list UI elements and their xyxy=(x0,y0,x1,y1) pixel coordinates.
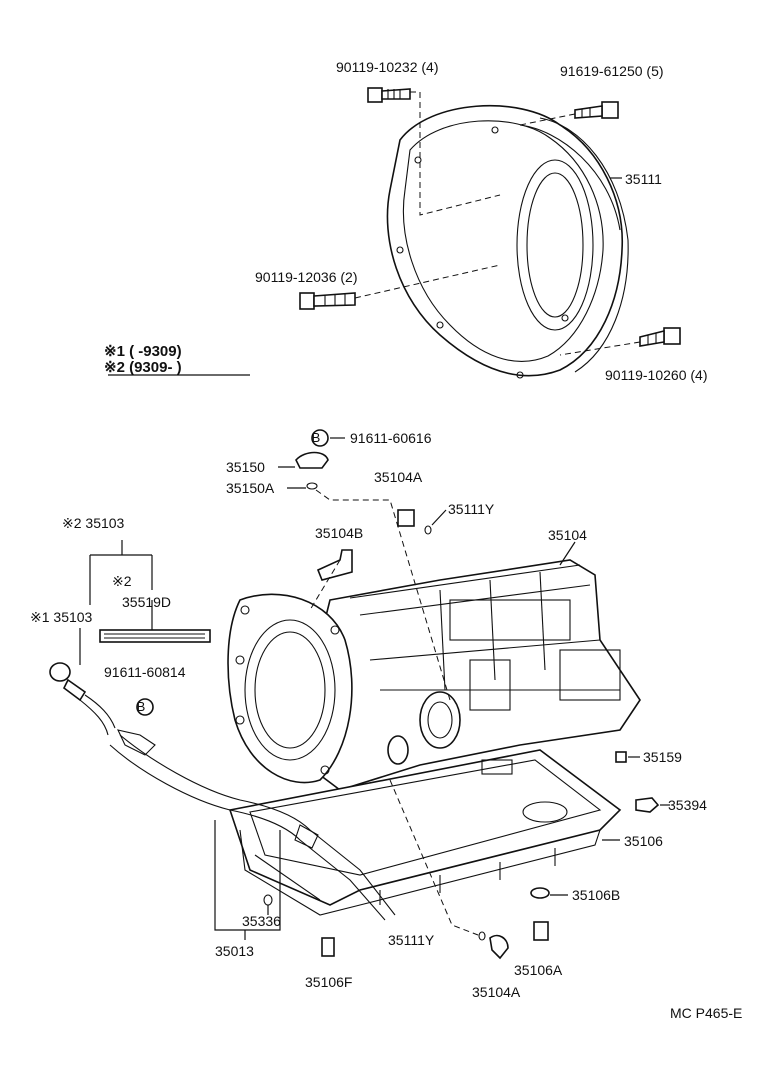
label-35150A: 35150A xyxy=(226,480,275,496)
washer-35106B xyxy=(530,887,550,899)
label-35104B: 35104B xyxy=(315,525,363,541)
dipstick-gauge xyxy=(49,662,156,756)
label-35104A-top: 35104A xyxy=(374,469,423,485)
label-plate-35519D xyxy=(99,629,211,643)
label-90119-10232: 90119-10232 (4) xyxy=(336,59,438,75)
label-35336: 35336 xyxy=(242,913,281,929)
oil-pan xyxy=(228,749,622,916)
label-35111Y-top: 35111Y xyxy=(448,501,495,517)
dipstick-tube xyxy=(109,734,396,921)
label-35104: 35104 xyxy=(548,527,587,543)
label-35106B: 35106B xyxy=(572,887,620,903)
plug-35150 xyxy=(295,451,329,490)
bell-housing xyxy=(386,104,629,379)
label-90119-10260: 90119-10260 (4) xyxy=(605,367,707,383)
bolt-35106A xyxy=(533,921,549,941)
label-91619-61250: 91619-61250 (5) xyxy=(560,63,664,79)
label-35159: 35159 xyxy=(643,749,682,765)
plug-35104A xyxy=(478,931,509,960)
label-35150: 35150 xyxy=(226,459,265,475)
label-90119-12036: 90119-12036 (2) xyxy=(255,269,357,285)
label-x2: ※2 xyxy=(112,573,132,589)
bolt-35106F xyxy=(321,937,335,957)
label-35106A: 35106A xyxy=(514,962,563,978)
bolt-90119-12036 xyxy=(299,292,356,310)
bolt-90119-10232 xyxy=(367,87,411,103)
breather-35159 xyxy=(615,751,627,763)
b-marker-top xyxy=(311,429,329,447)
clip-35394 xyxy=(635,797,660,813)
label-x2-35103: ※2 35103 xyxy=(62,515,125,531)
b-marker-mid xyxy=(136,698,154,716)
footer-code: MC P465-E xyxy=(670,1005,742,1021)
transmission-case xyxy=(299,559,641,791)
note-1: ※1 ( -9309) xyxy=(104,343,182,360)
b-mark-top: B xyxy=(312,430,321,445)
bolt-90119-10260 xyxy=(639,327,681,347)
label-35106: 35106 xyxy=(624,833,663,849)
label-35104A-bottom: 35104A xyxy=(472,984,521,1000)
label-35111Y-bottom: 35111Y xyxy=(388,932,435,948)
label-35394: 35394 xyxy=(668,797,707,813)
note-2: ※2 (9309- ) xyxy=(104,359,182,376)
label-x1-35103: ※1 35103 xyxy=(30,609,93,625)
bolt-91619-61250 xyxy=(574,101,619,119)
label-35106F: 35106F xyxy=(305,974,352,990)
case-ports xyxy=(387,691,461,765)
label-35519D: 35519D xyxy=(122,594,171,610)
front-flange xyxy=(227,593,353,784)
label-35111: 35111 xyxy=(625,171,662,187)
fitting-35104A xyxy=(397,509,432,535)
label-91611-60616: 91611-60616 xyxy=(350,430,432,446)
label-35013: 35013 xyxy=(215,943,254,959)
label-91611-60814: 91611-60814 xyxy=(104,664,186,680)
b-mark-mid: B xyxy=(137,699,146,714)
